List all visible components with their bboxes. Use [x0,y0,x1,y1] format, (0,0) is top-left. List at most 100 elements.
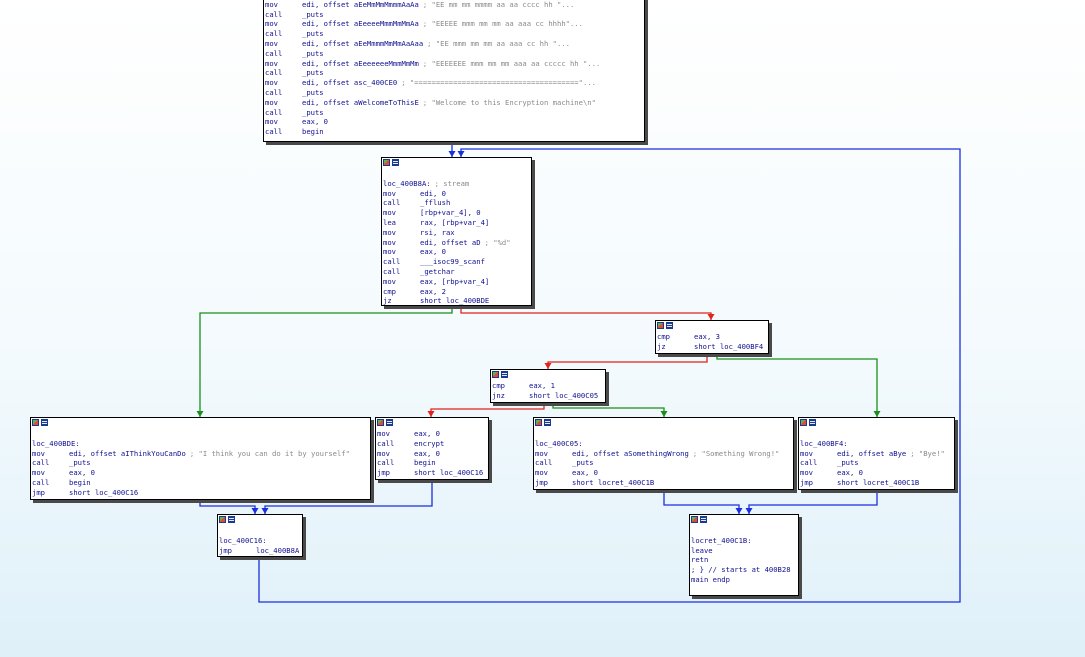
text-view-icon[interactable] [41,419,48,426]
graph-overview-icon[interactable] [691,516,698,523]
graph-overview-icon[interactable] [383,159,390,166]
edge-jz-false-to-cmp3[interactable] [460,306,715,320]
operands[interactable]: begin [414,458,436,468]
operands[interactable]: short locret_400C1B [837,477,920,487]
operands[interactable]: eax, 2 [420,286,446,296]
operands[interactable]: _getchar [420,266,455,276]
operands[interactable]: short loc_400C16 [69,487,139,497]
edge-cmp3-true-to-loc400bf4[interactable] [716,354,881,417]
operands[interactable]: rsi, rax [420,227,455,237]
operands[interactable]: edi, offset aEeeeeeeMmmMmMm [302,58,419,68]
text-view-icon[interactable] [392,159,399,166]
graph-overview-icon[interactable] [492,371,499,378]
operands[interactable]: ___isoc99_scanf [420,257,485,267]
operands[interactable]: begin [302,127,324,137]
operands[interactable]: short loc_400BF4 [694,341,764,351]
operands[interactable]: _puts [302,68,324,78]
operands[interactable]: _puts [302,29,324,39]
operands[interactable]: _puts [837,458,859,468]
operands[interactable]: edi, offset aEeMmmmMmMmAaAaa [302,38,424,48]
code-label[interactable]: loc_400BF4: [800,438,848,448]
operands[interactable]: begin [69,477,91,487]
edge-cmp1-false-to-encrypt[interactable] [427,403,545,417]
operands[interactable]: short loc_400C05 [529,390,599,400]
code-label[interactable]: loc_400BDE: [32,438,80,448]
operands[interactable]: _puts [69,458,91,468]
edge-loc400bf4-to-locret[interactable] [745,490,878,514]
operands[interactable]: edi, offset aEeMmMmMmmmAaAa [302,0,419,9]
operands[interactable]: edi, offset aSomethingWrong [572,448,689,458]
operands[interactable]: [rbp+var_4], 0 [420,208,481,218]
operands[interactable]: eax, 0 [420,247,446,257]
operands[interactable]: _fflush [420,198,451,208]
operands[interactable]: _puts [302,9,324,19]
edge-encrypt-to-loc400c16[interactable] [261,480,433,514]
operands[interactable]: _puts [302,107,324,117]
operands[interactable]: _puts [572,458,594,468]
operands[interactable]: edi, offset aBye [837,448,907,458]
operands[interactable]: eax, 0 [572,468,598,478]
text-view-icon[interactable] [544,419,551,426]
operands[interactable]: _puts [302,87,324,97]
text-view-icon[interactable] [666,322,673,329]
operands[interactable]: edi, offset aIThinkYouCanDo [69,448,186,458]
code-label[interactable]: ; } // starts at 400B28 [691,565,791,575]
graph-overview-icon[interactable] [377,419,384,426]
operands[interactable]: eax, 1 [529,381,555,390]
edge-loc400c05-to-locret[interactable] [663,490,743,514]
operands[interactable]: eax, 0 [69,468,95,478]
operands[interactable]: eax, 3 [694,332,720,341]
text-view-icon[interactable] [501,371,508,378]
operands[interactable]: short locret_400C1B [572,477,655,487]
operands[interactable]: edi, offset aD [420,237,481,247]
operands[interactable]: eax, 0 [302,117,328,127]
edge-main-to-loc400b8a[interactable] [448,142,456,157]
code-label[interactable]: main endp [691,574,730,584]
operands[interactable]: eax, 0 [414,429,440,438]
code-label[interactable]: loc_400C16: [219,535,267,545]
code-label[interactable]: loc_400C05: [535,438,583,448]
code-label[interactable]: locret_400C1B: [691,535,752,545]
operands[interactable]: _puts [302,48,324,58]
edge-loc400bde-to-loc400c16[interactable] [199,500,259,514]
operands[interactable]: edi, 0 [420,188,446,198]
graph-overview-icon[interactable] [219,516,226,523]
operands[interactable]: edi, offset asc_400CE0 [302,78,398,88]
text-view-icon[interactable] [386,419,393,426]
edge-cmp3-false-to-cmp1[interactable] [544,354,708,369]
text-view-icon[interactable] [700,516,707,523]
operands[interactable]: eax, 0 [837,468,863,478]
edge-loop-back-to-loc400b8a[interactable] [258,148,961,603]
edge-jz-true-to-loc400bde[interactable] [196,306,453,417]
code-label[interactable]: loc_400B8A: [383,178,431,188]
operands[interactable]: short loc_400BDE [420,296,490,306]
graph-overview-icon[interactable] [657,322,664,329]
operands[interactable]: eax, 0 [414,448,440,458]
text-view-icon[interactable] [228,516,235,523]
edge-cmp1-true-to-loc400c05[interactable] [552,403,668,417]
text-view-icon[interactable] [809,419,816,426]
operands[interactable]: short loc_400C16 [414,468,484,478]
operands[interactable]: rax, [rbp+var_4] [420,217,490,227]
graph-overview-icon[interactable] [535,419,542,426]
asm-line: call_getchar [383,267,530,277]
operands[interactable]: edi, offset aWelcomeToThisE [302,97,419,107]
operands[interactable]: edi, offset aEeeeeMmmMmMmAa [302,19,419,29]
operands[interactable]: eax, [rbp+var_4] [420,276,490,286]
graph-overview-icon[interactable] [32,419,39,426]
graph-overview-icon[interactable] [800,419,807,426]
operands[interactable]: encrypt [414,438,445,448]
operands[interactable]: loc_400B8A [256,545,300,555]
